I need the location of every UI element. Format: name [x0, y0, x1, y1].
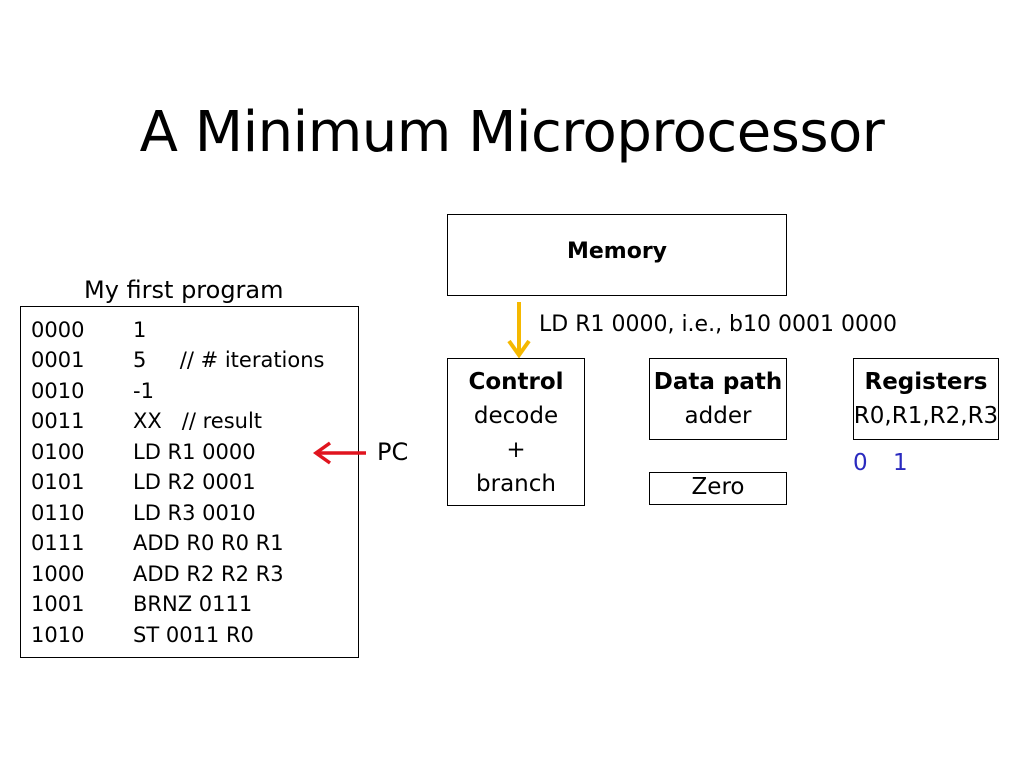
- memory-label: Memory: [566, 239, 668, 264]
- pc-label: PC: [377, 438, 409, 466]
- control-block: Control decode + branch: [447, 358, 585, 506]
- bus-arrow-head: [507, 339, 531, 359]
- program-instruction: -1: [133, 379, 154, 403]
- program-address: 1001: [31, 592, 85, 616]
- bus-instruction-label: LD R1 0000, i.e., b10 0001 0000: [539, 312, 897, 337]
- pc-arrow-head: [312, 441, 332, 465]
- registers-title: Registers: [864, 369, 988, 395]
- program-instruction: 5 // # iterations: [133, 348, 325, 372]
- program-instruction: ST 0011 R0: [133, 623, 254, 647]
- memory-block: Memory: [447, 214, 787, 296]
- program-address: 0010: [31, 379, 85, 403]
- program-address: 0100: [31, 440, 85, 464]
- program-instruction: ADD R0 R0 R1: [133, 531, 284, 555]
- registers-list: R0,R1,R2,R3: [853, 403, 999, 429]
- zero-flag-block: Zero: [649, 472, 787, 505]
- register-value-r1: 1: [893, 450, 908, 476]
- program-address: 0000: [31, 318, 85, 342]
- program-instruction: LD R3 0010: [133, 501, 256, 525]
- program-address: 0101: [31, 470, 85, 494]
- control-title: Control: [468, 369, 564, 395]
- zero-label: Zero: [691, 474, 745, 500]
- program-instruction: BRNZ 0111: [133, 592, 253, 616]
- program-address: 1010: [31, 623, 85, 647]
- program-address: 0001: [31, 348, 85, 372]
- registers-block: Registers R0,R1,R2,R3: [853, 358, 999, 440]
- program-address: 0110: [31, 501, 85, 525]
- slide-title: A Minimum Microprocessor: [139, 100, 885, 165]
- program-instruction: XX // result: [133, 409, 263, 433]
- datapath-block: Data path adder: [649, 358, 787, 440]
- control-branch: branch: [476, 471, 556, 497]
- program-address: 0111: [31, 531, 85, 555]
- program-label: My first program: [84, 276, 284, 304]
- program-instruction: LD R2 0001: [133, 470, 256, 494]
- program-instruction: ADD R2 R2 R3: [133, 562, 284, 586]
- bus-arrow: [507, 302, 531, 359]
- datapath-title: Data path: [653, 369, 783, 395]
- program-listing: 0000 1 0001 5 // # iterations 0010 -1 00…: [20, 306, 359, 658]
- register-value-r0: 0: [853, 450, 868, 476]
- pc-arrow: [312, 441, 366, 465]
- control-plus: +: [506, 437, 526, 463]
- program-instruction: 1: [133, 318, 147, 342]
- control-decode: decode: [473, 403, 559, 429]
- program-instruction: LD R1 0000: [133, 440, 256, 464]
- program-address: 0011: [31, 409, 85, 433]
- datapath-adder: adder: [684, 403, 752, 429]
- program-address: 1000: [31, 562, 85, 586]
